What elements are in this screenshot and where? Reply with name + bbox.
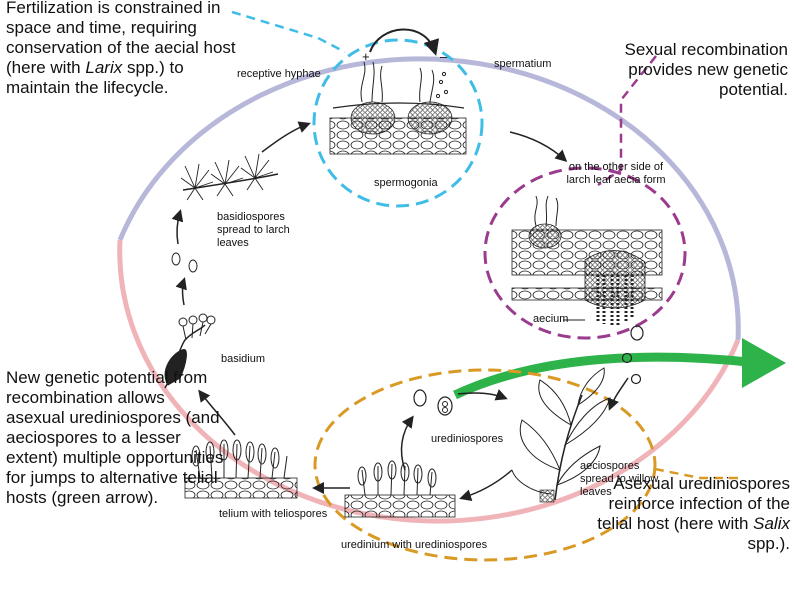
label-aeciospores: aeciospores spread to willow leaves [580,460,659,498]
aecia-circle [483,166,687,340]
willow-branch-illustration [511,367,611,503]
urediniospore-drawings [413,389,453,416]
label-spermogonia: spermogonia [374,177,438,189]
callout-line-bottom-right [649,466,738,480]
arrow-uredinium-to-spores [400,415,414,471]
label-uredinium: uredinium with urediniospores [341,539,488,551]
arrow-willow-to-uredinium [459,469,513,502]
callout-line-top-left [231,10,346,54]
label-telium: telium with teliospores [219,508,328,520]
arrow-basidium-to-basidiospores [175,277,187,306]
note-fertilization-constraint: Fertilization is constrained in space an… [6,0,236,97]
callout-line-top-right [597,55,657,187]
telium-illustration [184,439,298,499]
arrow-larch-to-spermogonia [261,121,311,153]
spermogonia-illustration [329,28,467,155]
label-urediniospores: urediniospores [431,433,504,445]
aeciospore-drawings [621,325,644,385]
cycle-arrows [171,121,629,502]
label-basidium: basidium [221,353,266,365]
label-basidiospores: basidiospores spread to larch leaves [217,211,290,249]
spermogonia-circle [312,38,484,208]
cycle-ring-host-larch [117,56,741,341]
arrow-aecia-to-willow [607,377,629,411]
larch-branch-illustration [180,153,279,201]
arrow-spermogonia-to-aecia [509,131,568,163]
label-plus: + [362,49,370,64]
label-aecium: aecium [533,313,569,325]
arrow-spores-to-willow [457,389,508,401]
label-minus: – [440,49,448,64]
note-sexual-recombination: Sexual recombination provides new geneti… [624,40,788,99]
basidiospore-drawings [171,252,198,273]
green-jump-arrow-shaft [453,352,749,400]
label-aecia-form: on the other side of larch leaf aecia fo… [566,161,666,186]
basidium-illustration [164,313,216,389]
note-asexual-urediniospores: Asexual urediniospores reinforce infecti… [597,474,790,553]
note-new-genetic-potential: New genetic potential from recombination… [6,368,224,507]
label-spermatium: spermatium [494,58,552,70]
aecium-illustration [511,195,663,326]
uredinium-illustration [344,460,456,518]
arrow-telium-to-basidium [198,389,236,436]
label-receptive-hyphae: receptive hyphae [237,68,321,80]
genus-salix: Salix [753,514,790,533]
green-jump-arrow-head [742,338,786,388]
arrow-basidiospores-up [171,209,184,245]
genus-larix: Larix [85,58,123,77]
uredinia-circle [313,368,657,562]
